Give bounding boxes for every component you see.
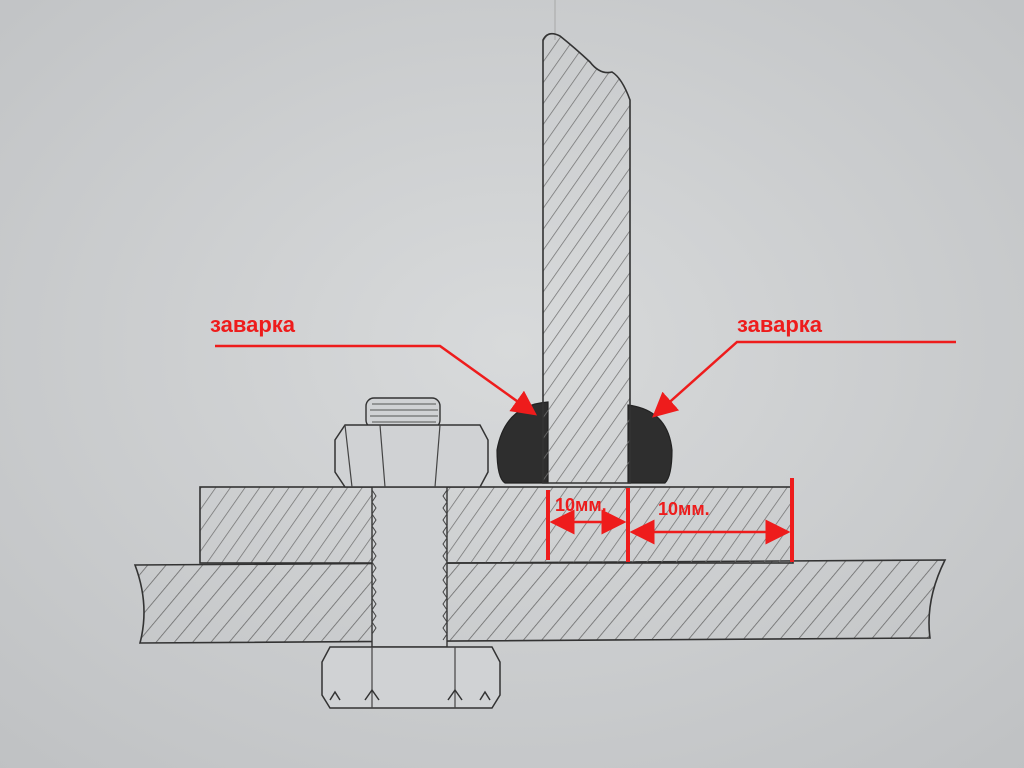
dimension-1-label: 10мм. xyxy=(555,495,607,515)
base-plate xyxy=(133,559,947,644)
dimension-lines xyxy=(546,478,794,562)
bolt xyxy=(365,397,448,648)
weld-right-label: заварка xyxy=(737,312,823,337)
weld-bead-right xyxy=(627,404,673,484)
dimension-2-label: 10мм. xyxy=(658,499,710,519)
vertical-rod xyxy=(542,32,631,484)
lower-nut xyxy=(321,646,501,709)
weld-callout-left: заварка xyxy=(210,312,538,416)
weld-callout-right: заварка xyxy=(652,312,956,418)
upper-nut xyxy=(334,424,489,488)
weld-left-label: заварка xyxy=(210,312,296,337)
